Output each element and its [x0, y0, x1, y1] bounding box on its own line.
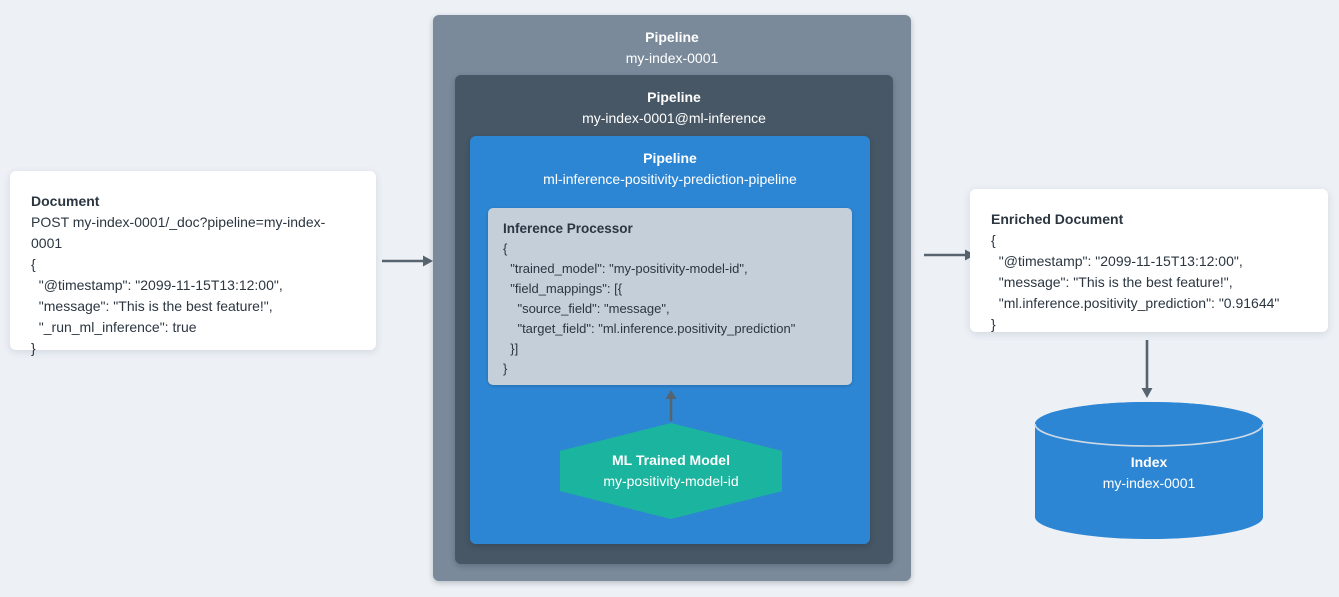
arrow-enriched-to-index-icon — [1141, 340, 1153, 398]
index-cylinder: Index my-index-0001 — [1033, 400, 1265, 541]
inner-pipeline-box: Pipeline ml-inference-positivity-predict… — [470, 136, 870, 544]
cylinder-shape-icon — [1034, 402, 1264, 539]
code-line: "message": "This is the best feature!", — [991, 274, 1233, 290]
inner-pipeline-subtitle: ml-inference-positivity-prediction-pipel… — [543, 171, 797, 187]
document-card-title: Document — [31, 193, 100, 209]
code-line: "target_field": "ml.inference.positivity… — [503, 321, 796, 336]
code-line: POST my-index-0001/_doc?pipeline=my-inde… — [31, 214, 326, 251]
code-line: { — [503, 241, 508, 256]
document-card-code: POST my-index-0001/_doc?pipeline=my-inde… — [31, 212, 355, 359]
index-cylinder-label: Index my-index-0001 — [1033, 452, 1265, 494]
code-line: } — [991, 316, 996, 332]
code-line: } — [31, 340, 36, 356]
enriched-document-card-title: Enriched Document — [991, 211, 1124, 227]
mid-pipeline-box: Pipeline my-index-0001@ml-inference Pipe… — [455, 75, 893, 564]
outer-pipeline-box: Pipeline my-index-0001 Pipeline my-index… — [433, 15, 911, 581]
enriched-document-card: Enriched Document { "@timestamp": "2099-… — [970, 189, 1328, 332]
code-line: "field_mappings": [{ — [503, 281, 623, 296]
inner-pipeline-title: Pipeline — [643, 150, 697, 166]
outer-pipeline-subtitle: my-index-0001 — [625, 50, 719, 66]
mid-pipeline-title: Pipeline — [647, 89, 701, 105]
inference-processor-title: Inference Processor — [503, 221, 633, 236]
arrow-model-to-processor-icon — [665, 390, 677, 421]
mid-pipeline-subtitle: my-index-0001@ml-inference — [582, 110, 766, 126]
code-line: }] — [503, 341, 519, 356]
outer-pipeline-title: Pipeline — [645, 29, 699, 45]
code-line: "_run_ml_inference": true — [31, 319, 197, 335]
code-line: "ml.inference.positivity_prediction": "0… — [991, 295, 1280, 311]
code-line: "trained_model": "my-positivity-model-id… — [503, 261, 748, 276]
inference-processor-box: Inference Processor { "trained_model": "… — [488, 208, 852, 385]
code-line: "@timestamp": "2099-11-15T13:12:00", — [991, 253, 1243, 269]
ml-trained-model-subtitle: my-positivity-model-id — [603, 473, 739, 489]
code-line: { — [31, 256, 36, 272]
code-line: { — [991, 232, 996, 248]
code-line: "source_field": "message", — [503, 301, 670, 316]
arrow-pipeline-to-enriched-icon — [924, 249, 975, 261]
enriched-document-card-code: { "@timestamp": "2099-11-15T13:12:00", "… — [991, 230, 1307, 335]
code-line: "@timestamp": "2099-11-15T13:12:00", — [31, 277, 283, 293]
arrow-document-to-pipeline-icon — [382, 255, 433, 267]
ml-trained-model-title: ML Trained Model — [612, 452, 730, 468]
inference-processor-code: { "trained_model": "my-positivity-model-… — [503, 239, 837, 379]
code-line: "message": "This is the best feature!", — [31, 298, 273, 314]
document-card: Document POST my-index-0001/_doc?pipelin… — [10, 171, 376, 356]
ml-trained-model-hexagon: ML Trained Model my-positivity-model-id — [560, 423, 782, 519]
index-title: Index — [1130, 454, 1168, 470]
code-line: } — [503, 361, 508, 376]
index-subtitle: my-index-0001 — [1102, 475, 1196, 491]
